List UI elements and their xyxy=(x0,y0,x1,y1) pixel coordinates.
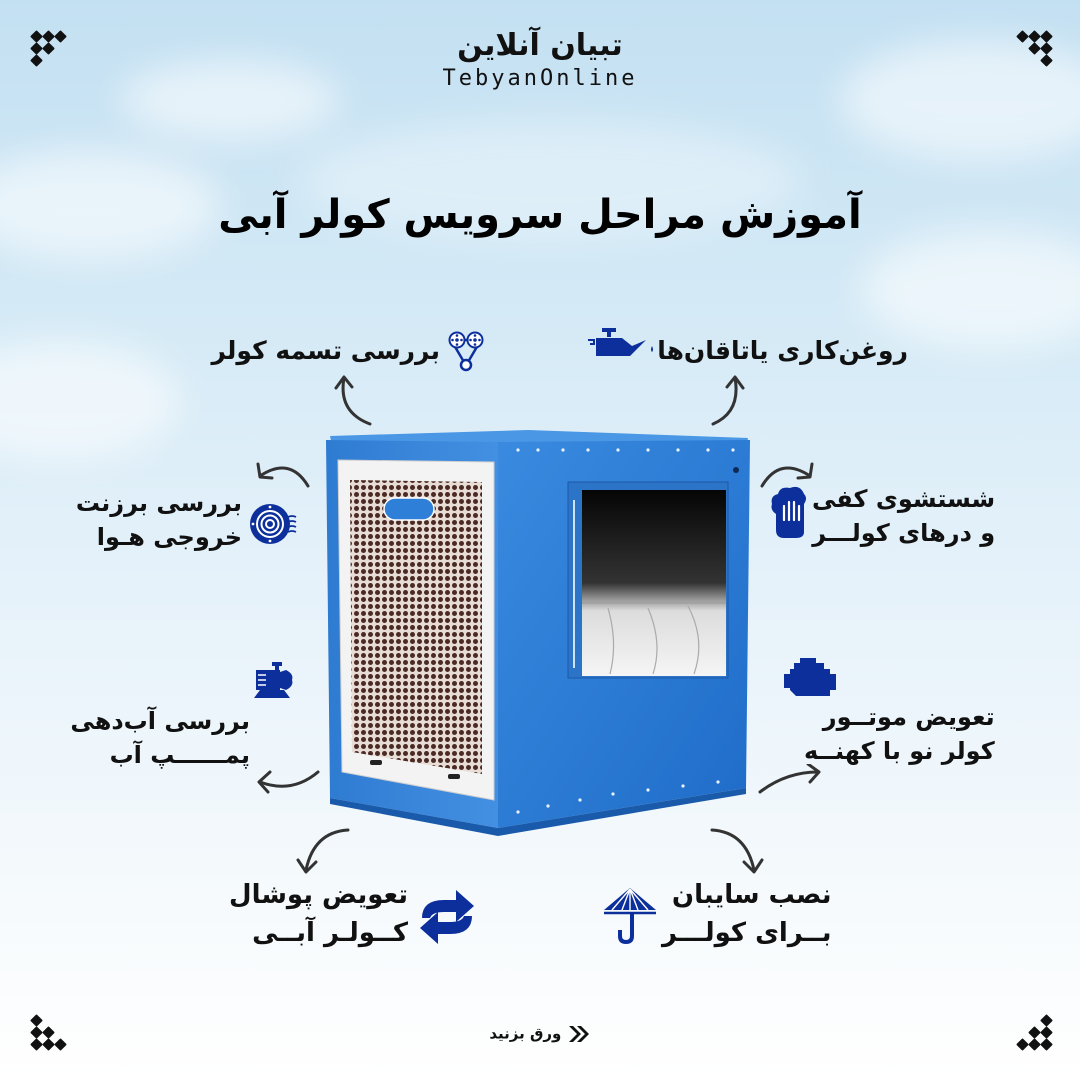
swipe-hint[interactable]: ورق بزنید xyxy=(0,1024,1080,1043)
step-outlet-line2: خروجی هـوا xyxy=(96,523,242,551)
air-vent-icon xyxy=(250,504,297,544)
step-outlet-line1: بررسی برزنت xyxy=(75,489,242,517)
curved-arrow-icon xyxy=(334,375,372,426)
washing-hand-icon xyxy=(771,486,806,538)
curved-arrow-icon xyxy=(257,770,320,794)
page-title: آموزش مراحل سرویس کولر آبی xyxy=(218,192,862,238)
cloud xyxy=(860,230,1080,350)
water-pump-icon xyxy=(254,662,293,698)
curved-arrow-icon xyxy=(758,764,821,794)
step-motor-label: تعویض موتــور کولر نو با کهنــه xyxy=(804,700,995,768)
step-pad-label: تعویض پوشال کــولـر آبــی xyxy=(229,876,408,952)
brand-logo: تبیان آنلاین TebyanOnline xyxy=(0,28,1080,94)
belt-pulley-icon xyxy=(448,331,484,372)
step-pump-label: بررسی آب‌دهی پمــــــپ آب xyxy=(70,704,250,772)
step-belt-line1: بررسی تسمه کولر xyxy=(211,336,440,365)
step-outlet-label: بررسی برزنت خروجی هـوا xyxy=(76,486,242,554)
step-motor-line1: تعویض موتــور xyxy=(822,703,995,731)
curved-arrow-icon xyxy=(296,828,350,874)
step-wash-label: شستشوی کفی و درهای کولـــر xyxy=(812,482,995,550)
step-wash-line1: شستشوی کفی xyxy=(812,485,996,513)
brand-name-en: TebyanOnline xyxy=(442,66,638,91)
curved-arrow-icon xyxy=(760,462,814,488)
step-canopy-line1: نصب سایبان xyxy=(671,880,832,910)
oil-can-icon xyxy=(588,328,653,356)
step-pump-line2: پمــــــپ آب xyxy=(109,741,250,769)
swipe-label: ورق بزنید xyxy=(489,1024,562,1043)
brand-name-fa: تبیان آنلاین xyxy=(457,28,623,63)
umbrella-canopy-icon xyxy=(604,888,656,945)
double-chevron-icon xyxy=(568,1025,589,1042)
refresh-icon xyxy=(420,890,474,944)
curved-arrow-icon xyxy=(256,462,310,488)
engine-icon xyxy=(784,658,836,696)
step-pad-line2: کــولـر آبــی xyxy=(252,918,408,948)
step-bearing-line1: روغن‌کاری یاتاقان‌ها xyxy=(657,336,908,365)
step-motor-line2: کولر نو با کهنــه xyxy=(804,737,995,765)
step-pad-line1: تعویض پوشال xyxy=(229,880,408,910)
step-pump-line1: بررسی آب‌دهی xyxy=(70,707,250,735)
cloud xyxy=(0,150,220,260)
step-belt-label: بررسی تسمه کولر xyxy=(211,334,440,368)
curved-arrow-icon xyxy=(711,375,745,426)
cloud xyxy=(120,60,340,140)
step-bearing-label: روغن‌کاری یاتاقان‌ها xyxy=(657,334,908,368)
step-wash-line2: و درهای کولـــر xyxy=(812,519,996,547)
cloud xyxy=(840,40,1080,160)
step-canopy-line2: بــرای کولـــر xyxy=(662,918,832,948)
step-canopy-label: نصب سایبان بــرای کولـــر xyxy=(662,876,832,952)
cloud xyxy=(0,340,180,460)
evaporative-cooler-image xyxy=(326,430,750,836)
cloud xyxy=(300,120,800,240)
curved-arrow-icon xyxy=(710,828,764,874)
